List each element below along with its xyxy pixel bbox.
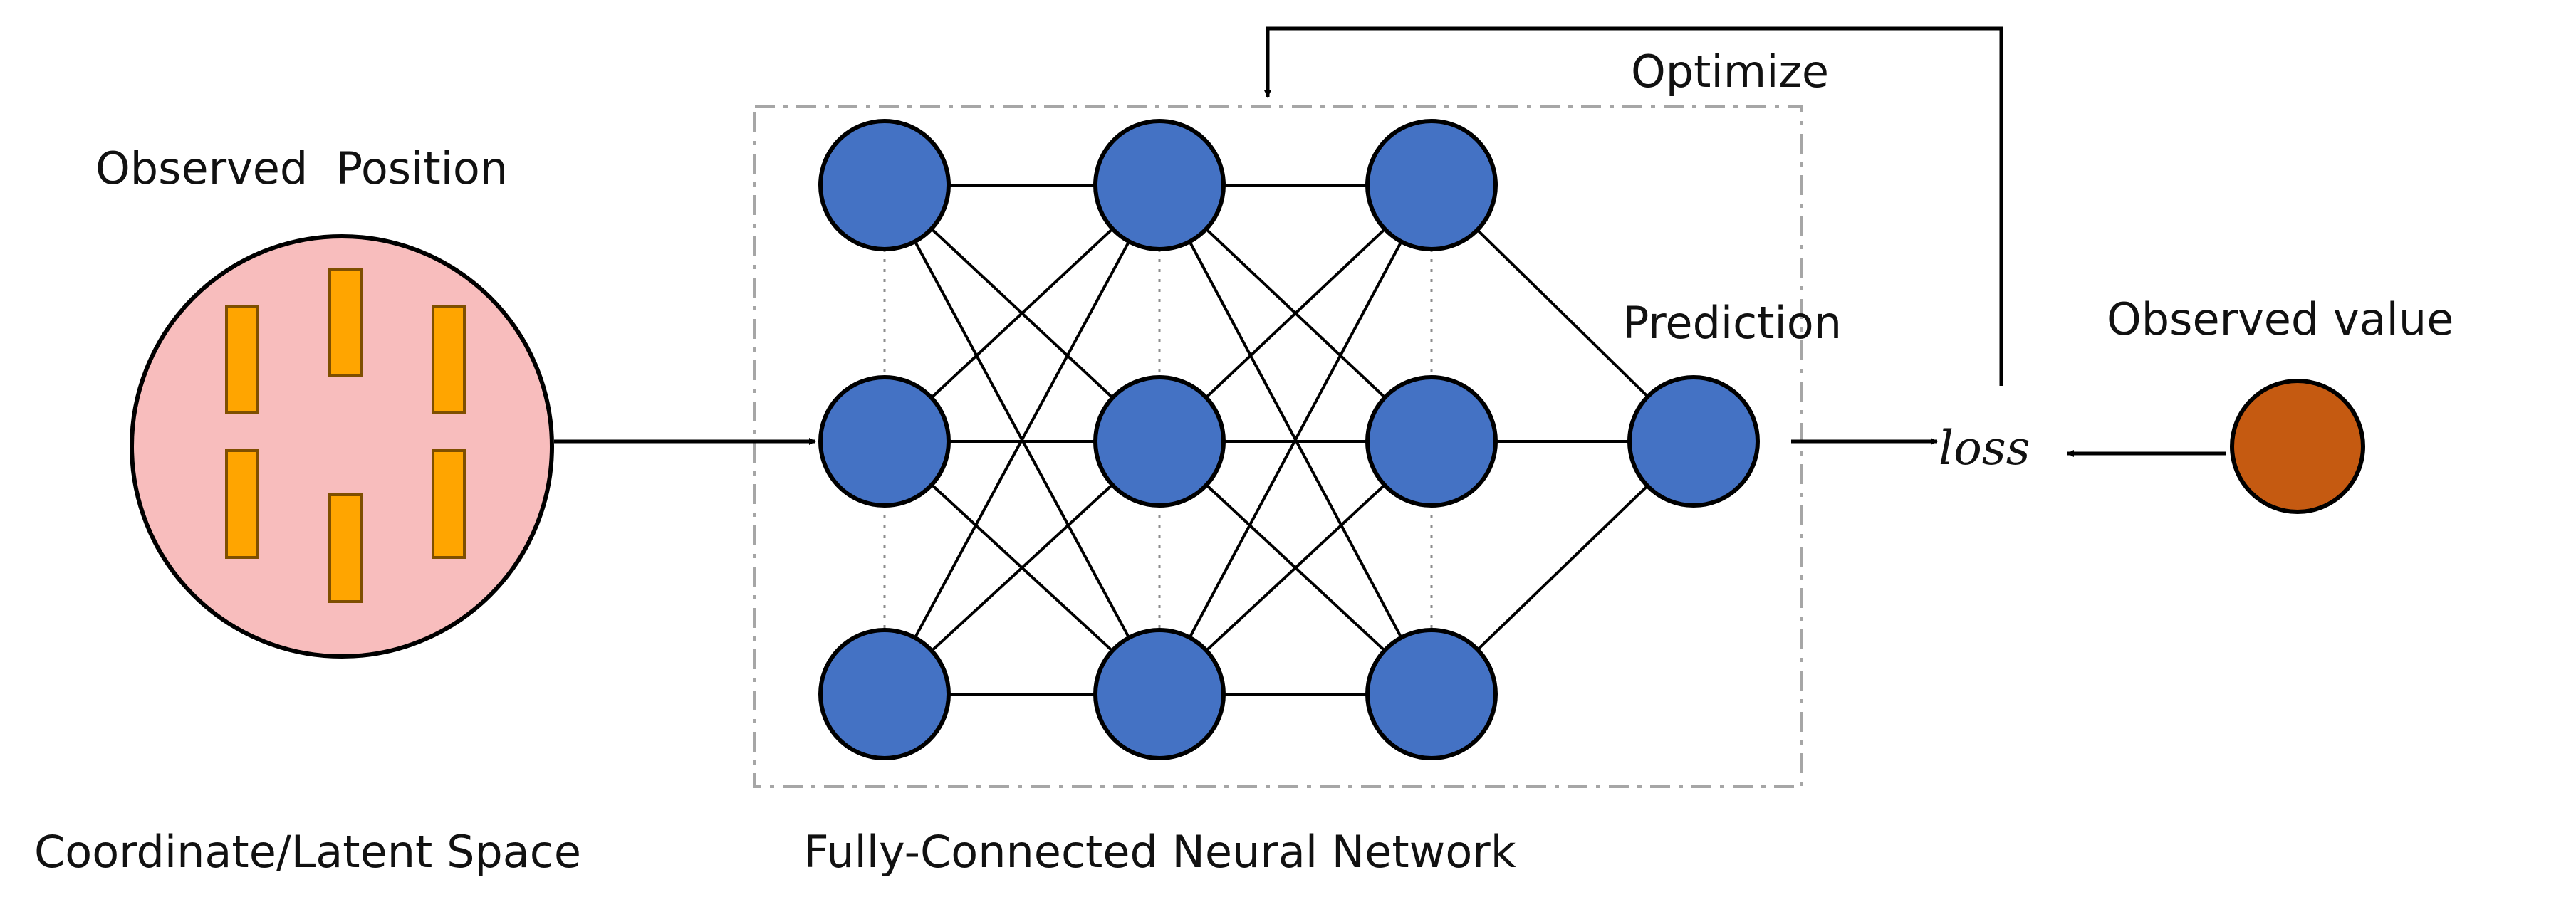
observed-value-circle — [2230, 379, 2365, 514]
observed-position-samples — [225, 268, 466, 603]
loss-label: loss — [1939, 421, 2030, 476]
neuron-l1-n3 — [818, 628, 951, 760]
neuron-l2-n3 — [1093, 628, 1226, 760]
neuron-l3-n3 — [1365, 628, 1498, 760]
optimize-feedback-arrow — [1264, 26, 2003, 386]
neuron-l2-n2 — [1093, 375, 1226, 508]
prediction-neuron — [1627, 375, 1760, 508]
sample-marker — [328, 493, 363, 603]
network-neurons — [818, 119, 1760, 760]
sample-marker — [225, 305, 259, 414]
sample-marker — [328, 268, 363, 377]
connection-line — [1158, 184, 1433, 695]
observed-value-label: Observed value — [2107, 293, 2454, 345]
coordinate-space-label: Coordinate/Latent Space — [34, 826, 581, 878]
network-connections — [883, 184, 1695, 696]
observed-position-label: Observed Position — [95, 142, 508, 194]
connection-line — [883, 184, 1161, 695]
prediction-label: Prediction — [1622, 297, 1842, 349]
neuron-l1-n1 — [818, 119, 951, 251]
network-label: Fully-Connected Neural Network — [803, 826, 1516, 878]
optimize-label: Optimize — [1631, 46, 1829, 98]
neuron-l3-n2 — [1365, 375, 1498, 508]
neuron-l2-n1 — [1093, 119, 1226, 251]
neuron-l1-n2 — [818, 375, 951, 508]
sample-marker — [432, 305, 466, 414]
neuron-l3-n1 — [1365, 119, 1498, 251]
sample-marker — [225, 449, 259, 559]
network-boundary-box — [753, 105, 1803, 788]
sample-marker — [432, 449, 466, 559]
layer-guides — [883, 249, 1433, 630]
